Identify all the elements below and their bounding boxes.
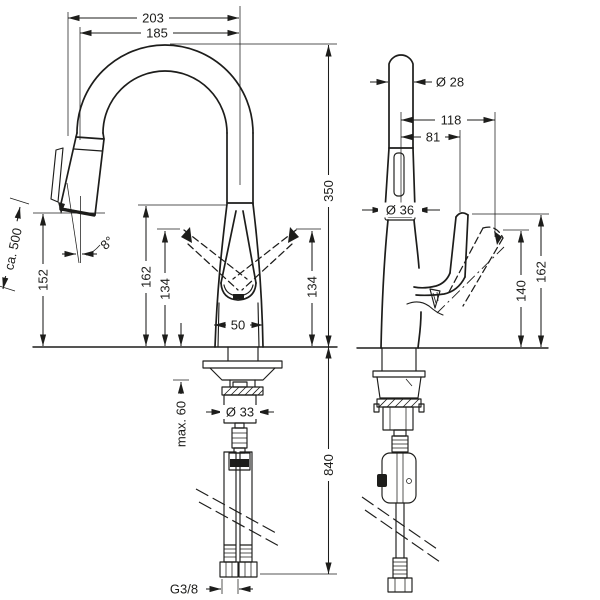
side-hose-nut [387, 577, 413, 593]
dim-label-81: 81 [426, 130, 440, 145]
front-supply-hoses [195, 422, 280, 578]
dim-spray-angle: 8° [62, 182, 117, 264]
dim-body-top-height: 162 [138, 204, 226, 346]
dim-label-162-front: 162 [139, 266, 154, 288]
front-handle-swing-dashed [181, 227, 299, 291]
dim-supply-thread: G3/8 [170, 579, 253, 597]
dim-spout-width-inner: 185 [79, 26, 239, 140]
dim-label-152: 152 [36, 269, 51, 291]
dim-label-840: 840 [321, 454, 336, 476]
dim-hose-length: 840 [260, 347, 337, 575]
front-hose-nut-right [238, 561, 258, 578]
dim-label-d36: Ø 36 [386, 203, 414, 218]
dim-handle-reach-closed: 81 [401, 130, 461, 212]
dim-spray-height: 152 [33, 212, 105, 346]
dim-label-g38: G3/8 [170, 582, 198, 597]
front-hose-break-lines [195, 488, 280, 547]
front-view: 203 185 ca. 500 152 8° [0, 6, 338, 597]
front-mounting-nut-hatch [223, 386, 264, 396]
dim-pullout-extension: ca. 500 [0, 197, 30, 292]
dim-base-width: 50 [214, 318, 263, 333]
side-hose-break-lines [361, 496, 441, 563]
side-mounting-assembly [372, 347, 426, 431]
dim-label-118: 118 [441, 113, 462, 128]
dim-max-counter-thickness: max. 60 [173, 323, 189, 454]
dim-spout-diameter: Ø 28 [370, 75, 464, 90]
dim-label-140: 140 [514, 280, 529, 302]
side-handle [406, 212, 469, 316]
dim-label-134-right: 134 [305, 276, 320, 298]
dim-spout-width-outer: 203 [67, 11, 239, 136]
dim-label-162-side: 162 [534, 261, 549, 283]
side-hose-weight [377, 452, 417, 504]
dim-handle-swing-height-right: 134 [296, 228, 321, 346]
front-hose-nut-left [219, 561, 239, 578]
dim-handle-reach-open: 118 [401, 112, 496, 237]
dim-label-350: 350 [321, 180, 336, 202]
side-mounting-nut-hatch [378, 398, 420, 408]
dim-label-max60: max. 60 [174, 401, 189, 447]
dim-label-d28: Ø 28 [436, 75, 464, 90]
dim-label-d33: Ø 33 [226, 405, 254, 420]
dim-label-50: 50 [231, 318, 245, 333]
dim-shank-diameter: Ø 33 [206, 405, 274, 420]
dim-handle-height-closed: 140 [503, 229, 529, 347]
dim-total-height: 350 [170, 43, 337, 347]
side-spout-outline [388, 54, 414, 205]
front-spray-head [50, 132, 105, 217]
side-pullout-hose [361, 429, 441, 593]
side-shank [382, 406, 414, 431]
dim-handle-swing-height-left: 134 [157, 228, 180, 346]
dim-label-ca500: ca. 500 [1, 227, 25, 272]
dim-handle-height-open: 162 [472, 213, 549, 347]
dim-spray-diameter: Ø 36 [362, 202, 440, 218]
dim-label-8deg: 8° [97, 233, 116, 252]
side-view: Ø 28 118 81 Ø 36 140 [356, 54, 549, 593]
side-spray-slot [393, 152, 405, 197]
front-spout-outline [76, 6, 254, 205]
dim-label-134-left: 134 [158, 278, 173, 300]
dim-label-203: 203 [142, 11, 164, 26]
side-body [380, 219, 422, 349]
side-handle-raised-dashed [436, 226, 505, 314]
dim-label-185: 185 [146, 26, 168, 41]
